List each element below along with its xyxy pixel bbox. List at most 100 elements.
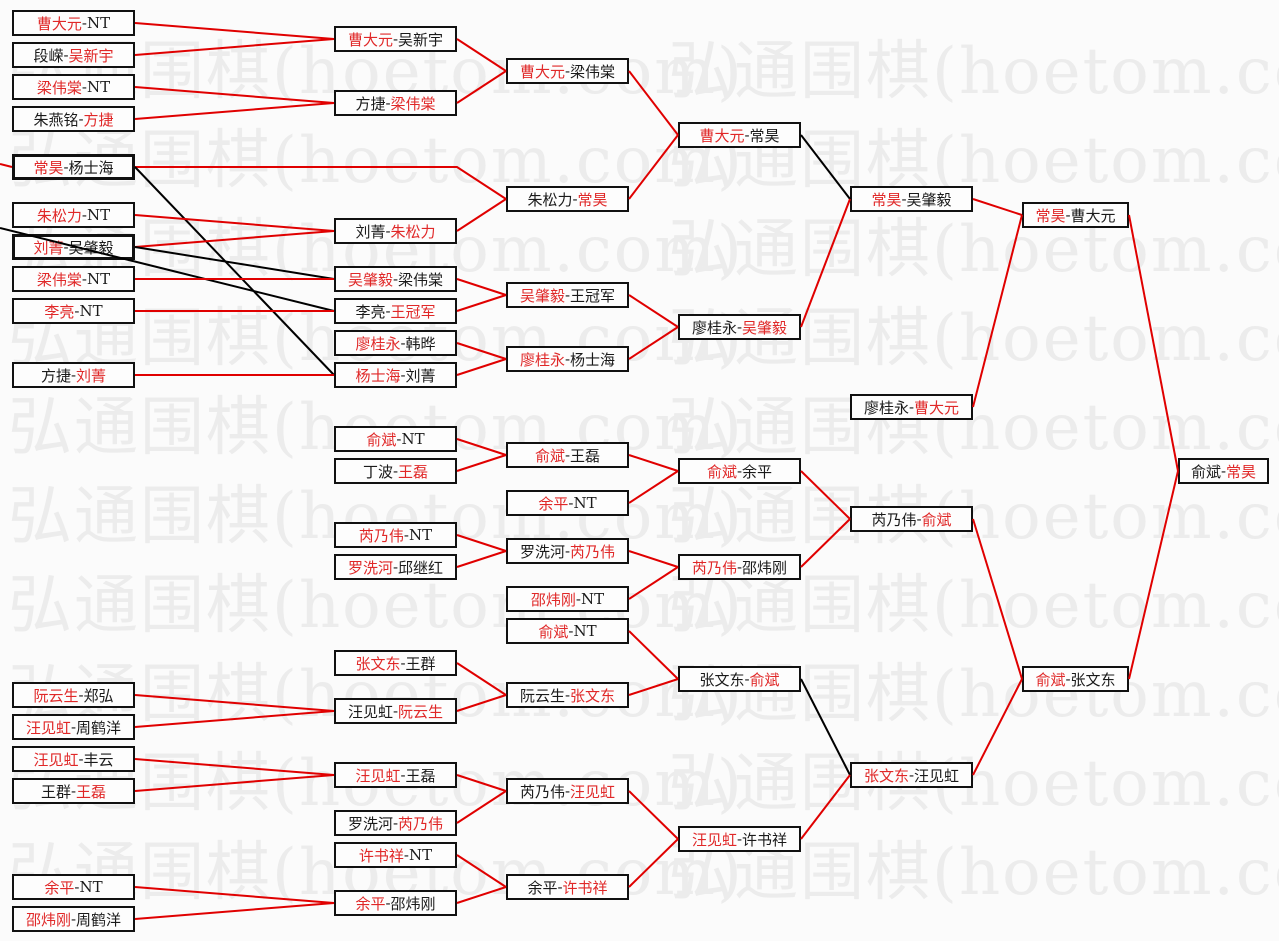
separator: - bbox=[1065, 670, 1071, 688]
separator: - bbox=[78, 750, 84, 768]
match-box: 常昊-吴肇毅 bbox=[850, 186, 973, 212]
player-1-name: 朱燕铭 bbox=[33, 110, 79, 129]
match-box: 罗洗河-邱继红 bbox=[334, 554, 457, 580]
match-box: 邵炜刚-NT bbox=[506, 586, 629, 612]
separator: - bbox=[81, 206, 87, 224]
player-1-name: 张文东 bbox=[355, 654, 401, 673]
match-box: 廖桂永-韩晔 bbox=[334, 330, 457, 356]
player-2-name: 郑弘 bbox=[83, 686, 114, 705]
match-box: 余平-许书祥 bbox=[506, 874, 629, 900]
match-box: 廖桂永-吴肇毅 bbox=[678, 314, 801, 340]
watermark-text: 弘通围棋(hoetom.com) bbox=[668, 35, 1279, 109]
separator: - bbox=[736, 830, 743, 848]
player-2-name: 王冠军 bbox=[390, 302, 436, 321]
separator: - bbox=[392, 30, 399, 48]
player-1-name: 刘菁 bbox=[355, 222, 386, 241]
player-1-name: 芮乃伟 bbox=[871, 510, 917, 529]
separator: - bbox=[744, 126, 750, 144]
player-2-name: 王磊 bbox=[405, 766, 436, 785]
separator: - bbox=[564, 62, 571, 80]
player-2-name: 周鹤洋 bbox=[76, 718, 122, 737]
match-box: 罗洗河-芮乃伟 bbox=[506, 538, 629, 564]
match-box: 方捷-刘菁 bbox=[12, 362, 135, 388]
match-box: 张文东-俞斌 bbox=[678, 666, 801, 692]
match-box: 刘菁-朱松力 bbox=[334, 218, 457, 244]
separator: - bbox=[736, 558, 743, 576]
player-1-name: 曹大元 bbox=[699, 126, 745, 145]
separator: - bbox=[568, 622, 574, 640]
match-box: 张文东-汪见虹 bbox=[850, 762, 973, 788]
player-1-name: 汪见虹 bbox=[347, 702, 393, 721]
player-2-name: 王冠军 bbox=[570, 286, 616, 305]
separator: - bbox=[908, 766, 915, 784]
player-1-name: 汪见虹 bbox=[691, 830, 737, 849]
match-box: 俞斌-NT bbox=[506, 618, 629, 644]
match-box: 芮乃伟-俞斌 bbox=[850, 506, 973, 532]
player-2-name: NT bbox=[86, 14, 111, 32]
match-box: 朱松力-NT bbox=[12, 202, 135, 228]
player-2-name: 朱松力 bbox=[390, 222, 436, 241]
player-1-name: 汪见虹 bbox=[355, 766, 401, 785]
player-2-name: 王磊 bbox=[398, 462, 429, 481]
player-2-name: 曹大元 bbox=[1070, 206, 1116, 225]
match-box: 梁伟棠-NT bbox=[12, 74, 135, 100]
player-2-name: NT bbox=[573, 622, 597, 640]
player-2-name: 杨士海 bbox=[570, 350, 616, 369]
player-1-name: 张文东 bbox=[699, 670, 745, 689]
match-box: 曹大元-吴新宇 bbox=[334, 26, 457, 52]
player-2-name: 丰云 bbox=[83, 750, 114, 769]
player-2-name: 杨士海 bbox=[68, 158, 114, 177]
player-1-name: 芮乃伟 bbox=[358, 526, 404, 545]
match-box: 杨士海-刘菁 bbox=[334, 362, 457, 388]
match-box: 廖桂永-曹大元 bbox=[850, 394, 973, 420]
separator: - bbox=[564, 686, 571, 704]
player-1-name: 廖桂永 bbox=[863, 398, 909, 417]
player-1-name: 俞斌 bbox=[366, 430, 397, 449]
player-1-name: 许书祥 bbox=[358, 846, 404, 865]
player-1-name: 汪见虹 bbox=[25, 718, 71, 737]
match-box: 丁波-王磊 bbox=[334, 458, 457, 484]
player-1-name: 杨士海 bbox=[355, 366, 401, 385]
player-1-name: 方捷 bbox=[40, 366, 71, 385]
player-2-name: 常昊 bbox=[1226, 462, 1257, 481]
player-2-name: NT bbox=[408, 846, 433, 864]
player-2-name: 周鹤洋 bbox=[76, 910, 122, 929]
separator: - bbox=[385, 94, 391, 112]
player-2-name: 曹大元 bbox=[914, 398, 960, 417]
separator: - bbox=[400, 334, 406, 352]
separator: - bbox=[392, 558, 399, 576]
player-2-name: 刘菁 bbox=[405, 366, 436, 385]
player-1-name: 李亮 bbox=[355, 302, 386, 321]
player-1-name: 阮云生 bbox=[33, 686, 79, 705]
player-1-name: 俞斌 bbox=[1190, 462, 1221, 481]
player-1-name: 余平 bbox=[355, 894, 386, 913]
player-1-name: 王群 bbox=[40, 782, 71, 801]
player-2-name: NT bbox=[86, 78, 111, 96]
player-1-name: 俞斌 bbox=[538, 622, 569, 641]
player-1-name: 吴肇毅 bbox=[519, 286, 565, 305]
match-box: 吴肇毅-梁伟棠 bbox=[334, 266, 457, 292]
separator: - bbox=[1220, 462, 1227, 480]
match-box: 俞斌-张文东 bbox=[1022, 666, 1129, 692]
separator: - bbox=[63, 46, 69, 64]
match-box: 朱燕铭-方捷 bbox=[12, 106, 135, 132]
separator: - bbox=[70, 366, 77, 384]
player-1-name: 梁伟棠 bbox=[36, 270, 82, 289]
match-box: 汪见虹-周鹤洋 bbox=[12, 714, 135, 740]
separator: - bbox=[70, 718, 77, 736]
separator: - bbox=[385, 894, 391, 912]
separator: - bbox=[81, 14, 87, 32]
match-box: 常昊-曹大元 bbox=[1022, 202, 1129, 228]
match-box: 余平-NT bbox=[506, 490, 629, 516]
player-1-name: 常昊 bbox=[33, 158, 64, 177]
separator: - bbox=[70, 910, 77, 928]
separator: - bbox=[736, 462, 743, 480]
separator: - bbox=[392, 814, 399, 832]
player-2-name: 邱继红 bbox=[398, 558, 444, 577]
separator: - bbox=[400, 766, 406, 784]
match-box: 汪见虹-丰云 bbox=[12, 746, 135, 772]
player-2-name: NT bbox=[86, 206, 111, 224]
player-1-name: 罗洗河 bbox=[347, 558, 393, 577]
separator: - bbox=[744, 670, 750, 688]
